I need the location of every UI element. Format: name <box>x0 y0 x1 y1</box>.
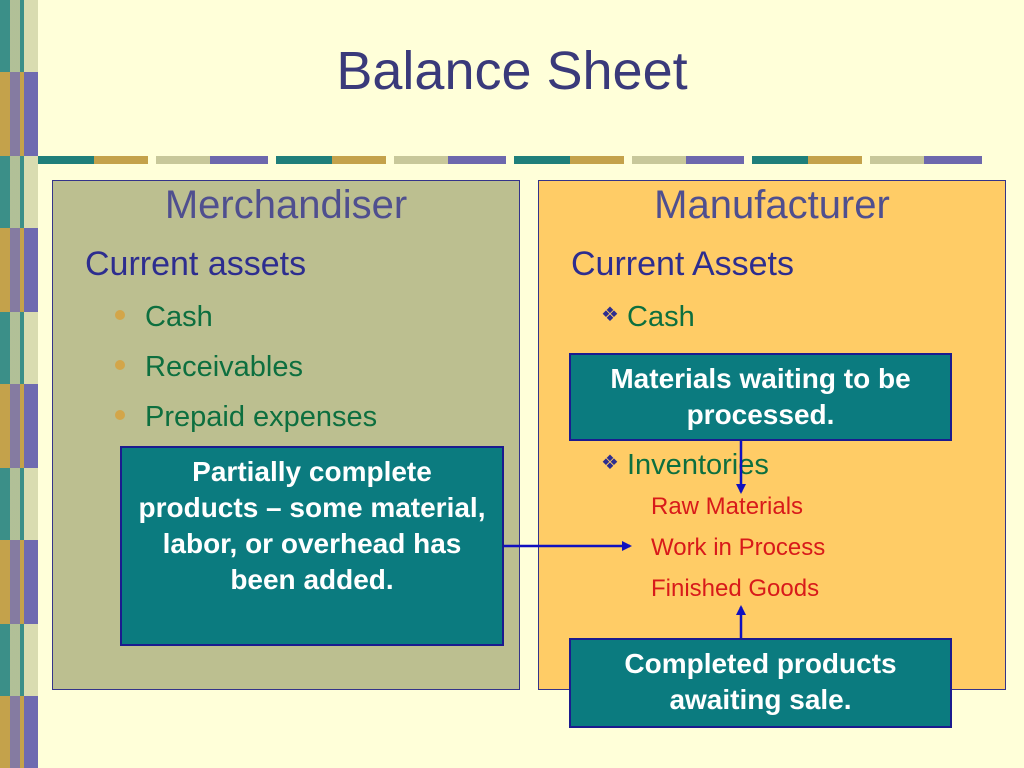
inventory-sub-list: Raw Materials Work in Process Finished G… <box>651 493 825 616</box>
callout-work-in-process: Partially complete products – some mater… <box>120 446 504 646</box>
dot-bullet-icon <box>115 310 125 321</box>
slide-title: Balance Sheet <box>336 41 688 101</box>
list-item: Cash <box>115 299 377 349</box>
inventory-item: Raw Materials <box>651 493 804 520</box>
merchandiser-asset-list: Cash Receivables Prepaid expenses <box>115 299 377 449</box>
diamond-bullet-icon: ❖ <box>601 304 619 327</box>
asset-label: Prepaid expenses <box>145 401 378 433</box>
inventory-item: Work in Process <box>651 534 826 561</box>
manufacturer-asset-list: ❖ Cash ❖ Inventories <box>601 299 769 497</box>
asset-label: Cash <box>145 301 213 333</box>
dot-bullet-icon <box>115 410 125 421</box>
list-item: ❖ Inventories <box>601 447 769 497</box>
inventory-item: Finished Goods <box>651 575 820 602</box>
list-item: ❖ Cash <box>601 299 769 447</box>
decorative-top-bar <box>38 156 984 164</box>
manufacturer-section-title: Current Assets <box>571 245 794 283</box>
callout-raw-materials: Materials waiting to be processed. <box>569 353 952 441</box>
list-item: Prepaid expenses <box>115 399 377 449</box>
decorative-left-stripe <box>0 0 38 768</box>
asset-label: Inventories <box>627 449 769 481</box>
merchandiser-heading: Merchandiser <box>164 183 408 227</box>
diamond-bullet-icon: ❖ <box>601 452 619 475</box>
dot-bullet-icon <box>115 360 125 371</box>
manufacturer-heading: Manufacturer <box>654 183 890 227</box>
callout-finished-goods: Completed products awaiting sale. <box>569 638 952 728</box>
asset-label: Cash <box>627 301 695 333</box>
asset-label: Receivables <box>145 351 303 383</box>
list-item: Receivables <box>115 349 377 399</box>
merchandiser-section-title: Current assets <box>85 245 307 283</box>
